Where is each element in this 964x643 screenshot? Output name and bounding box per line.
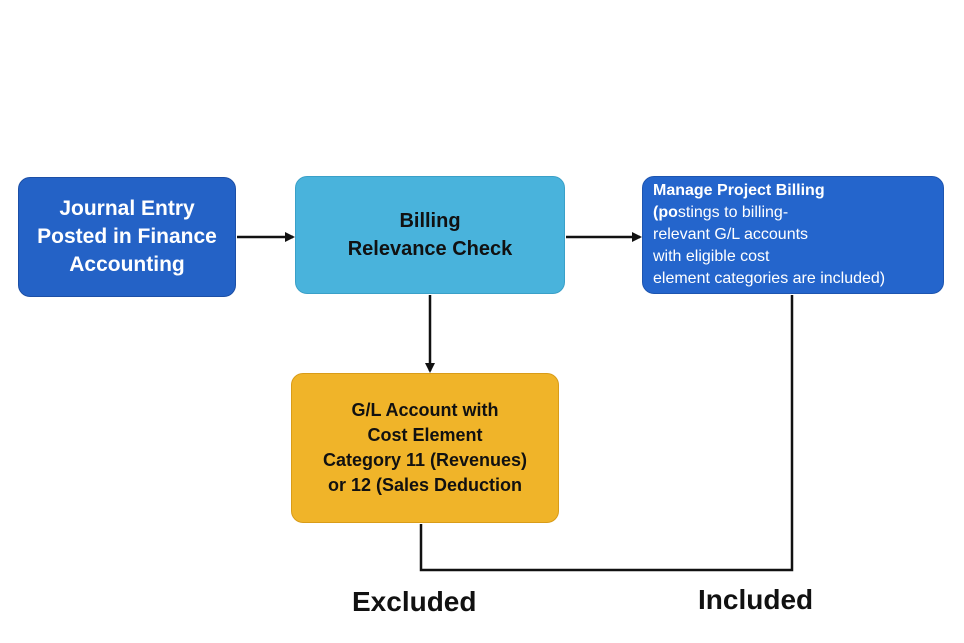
gl-account-line-1: G/L Account with [351,400,499,420]
journal-entry-line-2: Posted in Finance [37,225,217,248]
gl-account-line-4: or 12 (Sales Deduction [327,475,523,495]
manage-billing-line-1-rest: stings to billing- [677,204,789,221]
connector-gl-to-manage-billing [419,295,794,572]
manage-billing-line-2: relevant G/L accounts [653,226,809,243]
manage-billing-line-4: element categories are included) [653,270,886,287]
manage-billing-line-1: (postings to billing- [653,202,885,224]
excluded-label: Excluded [352,586,477,617]
manage-billing-line-3: with eligible cost [653,248,770,265]
journal-entry-line-3: Accounting [69,253,185,276]
manage-billing-line-1-bold: (po [653,204,678,221]
billing-check-line-1: Billing [399,210,461,232]
billing-relevance-check-node: Billing Relevance Check [295,176,565,294]
gl-account-line-2: Cost Element [367,425,483,445]
billing-check-line-2: Relevance Check [347,238,513,260]
gl-account-node: G/L Account with Cost Element Category 1… [291,373,559,523]
journal-entry-line-1: Journal Entry [59,197,195,220]
gl-account-line-3: Category 11 (Revenues) [322,450,528,470]
journal-entry-node: Journal Entry Posted in Finance Accounti… [18,177,236,297]
manage-billing-title: Manage Project Billing [653,182,825,199]
included-label: Included [698,584,814,615]
manage-project-billing-node: Manage Project Billing (postings to bill… [642,176,944,294]
manage-billing-description: (postings to billing- relevant G/L accou… [653,202,885,290]
